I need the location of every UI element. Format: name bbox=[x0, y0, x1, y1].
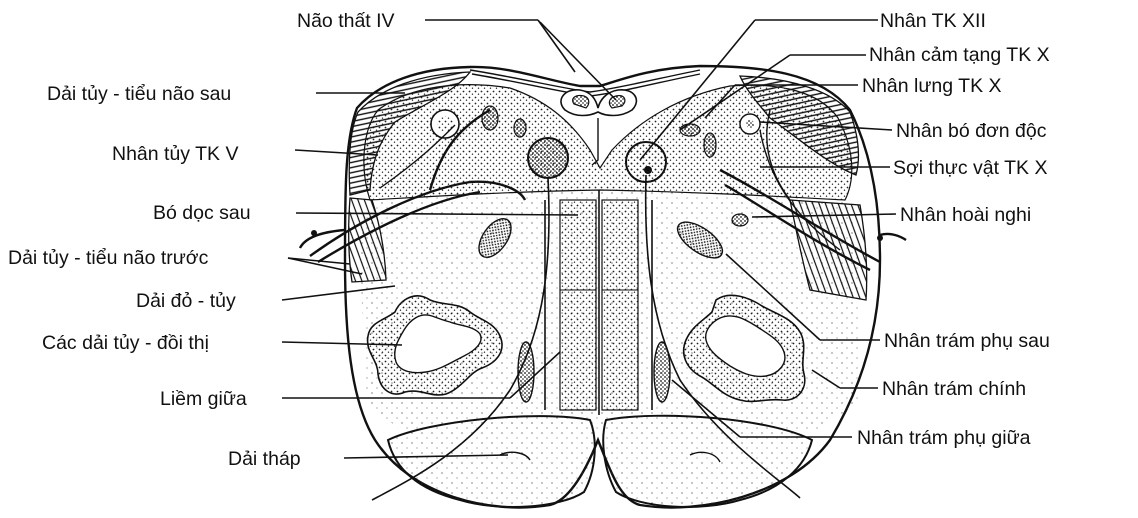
label-cac-dai-tuy-doi-thi: Các dải tủy - đồi thị bbox=[42, 332, 209, 354]
medial-lemniscus bbox=[545, 190, 652, 415]
labels-top: Não thất IV bbox=[297, 10, 395, 32]
label-dai-tuy-tieu-nao-truoc: Dải tủy - tiểu não trước bbox=[8, 247, 209, 269]
label-nhan-bo-don-doc: Nhân bó đơn độc bbox=[896, 120, 1047, 142]
label-bo-doc-sau: Bó dọc sau bbox=[153, 202, 251, 224]
label-soi-thuc-vat-tk-x: Sợi thực vật TK X bbox=[893, 157, 1047, 179]
labels-right: Nhân TK XII Nhân cảm tạng TK X Nhân lưng… bbox=[857, 10, 1050, 449]
label-nhan-tram-chinh: Nhân trám chính bbox=[882, 378, 1026, 400]
label-nhan-lung-tk-x: Nhân lưng TK X bbox=[862, 75, 1002, 97]
label-nhan-cam-tang-tk-x: Nhân cảm tạng TK X bbox=[869, 44, 1050, 66]
label-dai-do-tuy: Dải đỏ - tủy bbox=[136, 290, 236, 312]
label-nhan-tuy-tk-v: Nhân tủy TK V bbox=[112, 143, 238, 165]
label-dai-tuy-tieu-nao-sau: Dải tủy - tiểu não sau bbox=[47, 83, 231, 105]
label-liem-giua: Liềm giữa bbox=[160, 388, 247, 410]
label-nhan-tram-phu-giua: Nhân trám phụ giữa bbox=[857, 427, 1031, 449]
label-nao-that-iv: Não thất IV bbox=[297, 10, 395, 32]
labels-left: Dải tủy - tiểu não sau Nhân tủy TK V Bó … bbox=[8, 83, 301, 470]
label-nhan-hoai-nghi: Nhân hoài nghi bbox=[900, 204, 1031, 226]
label-dai-thap: Dải tháp bbox=[228, 448, 301, 470]
label-nhan-tk-xii: Nhân TK XII bbox=[880, 10, 986, 32]
label-nhan-tram-phu-sau: Nhân trám phụ sau bbox=[884, 330, 1050, 352]
